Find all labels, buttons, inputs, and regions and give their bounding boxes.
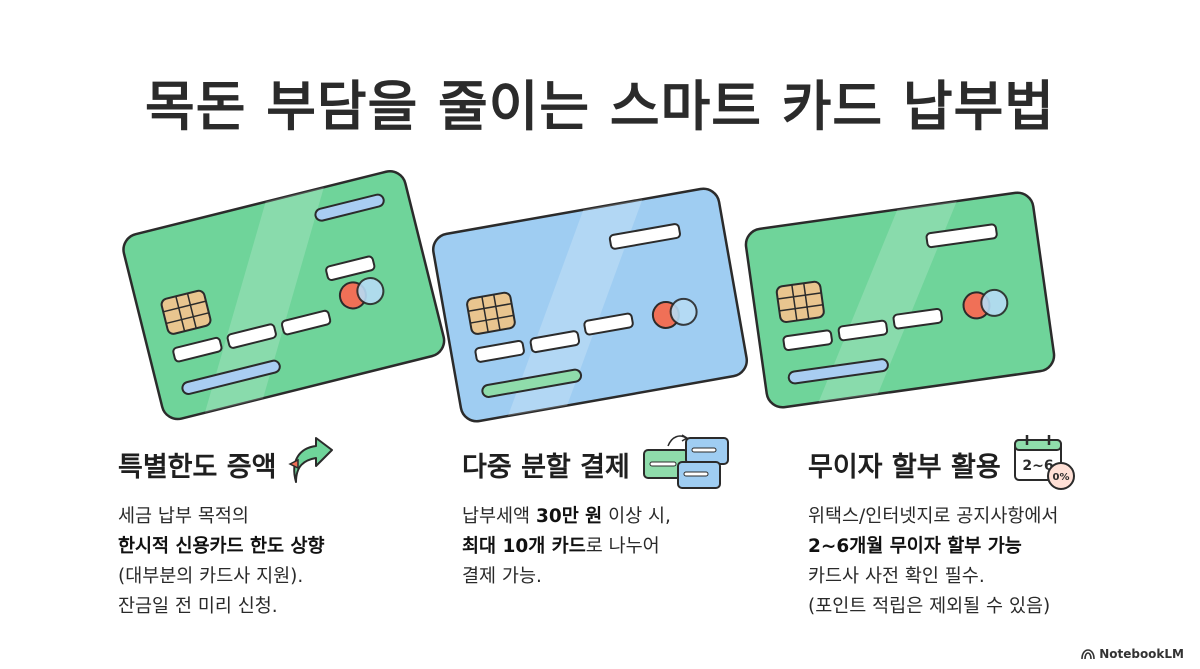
body-line: (포인트 적립은 제외될 수 있음)	[808, 596, 1051, 617]
section-interest-free: 무이자 할부 활용 2~6 0% 위택스/인터넷지로 공지사항에서 2~6개월 …	[808, 435, 1188, 622]
credit-card-1-icon	[122, 170, 446, 421]
credit-card-illustration-3	[735, 170, 1065, 434]
page-title: 목돈 부담을 줄이는 스마트 카드 납부법	[145, 75, 1055, 138]
section-split-payment: 다중 분할 결제 납부세액 30만 원 이상 시, 최대 10개 카드로 나누어…	[462, 434, 782, 592]
body-line: (대부분의 카드사 지원).	[118, 566, 304, 587]
body-line: 세금 납부 목적의	[118, 506, 249, 527]
section-body: 납부세액 30만 원 이상 시, 최대 10개 카드로 나누어 결제 가능.	[462, 502, 782, 592]
notebooklm-icon	[1081, 649, 1095, 660]
zero-percent-badge: 0%	[1052, 472, 1069, 483]
body-line: 결제 가능.	[462, 566, 542, 587]
section-body: 세금 납부 목적의 한시적 신용카드 한도 상향 (대부분의 카드사 지원). …	[118, 502, 438, 622]
section-heading: 특별한도 증액	[118, 451, 277, 483]
arrow-up-icon	[286, 436, 342, 492]
section-heading: 무이자 할부 활용	[808, 451, 1001, 483]
notebooklm-logo: NotebookLM	[1081, 647, 1184, 661]
body-line: 잔금일 전 미리 신청.	[118, 596, 278, 617]
credit-card-illustration-2	[425, 170, 755, 444]
section-heading: 다중 분할 결제	[462, 451, 630, 483]
body-line: 최대 10개 카드로 나누어	[462, 536, 660, 557]
body-line: 위택스/인터넷지로 공지사항에서	[808, 506, 1059, 527]
split-cards-icon	[640, 432, 732, 496]
body-line: 한시적 신용카드 한도 상향	[118, 536, 325, 557]
body-line: 납부세액 30만 원 이상 시,	[462, 506, 671, 527]
calendar-text: 2~6	[1022, 458, 1053, 474]
calendar-icon: 2~6 0%	[1011, 432, 1077, 496]
body-line: 2~6개월 무이자 할부 가능	[808, 536, 1022, 557]
credit-card-illustration-1	[120, 160, 450, 444]
credit-card-2-icon	[431, 187, 749, 423]
credit-card-3-icon	[744, 191, 1056, 409]
body-line: 카드사 사전 확인 필수.	[808, 566, 985, 587]
section-body: 위택스/인터넷지로 공지사항에서 2~6개월 무이자 할부 가능 카드사 사전 …	[808, 502, 1188, 622]
brand-label: NotebookLM	[1099, 647, 1184, 661]
section-special-limit: 특별한도 증액 세금 납부 목적의 한시적 신용카드 한도 상향 (대부분의 카…	[118, 436, 438, 622]
